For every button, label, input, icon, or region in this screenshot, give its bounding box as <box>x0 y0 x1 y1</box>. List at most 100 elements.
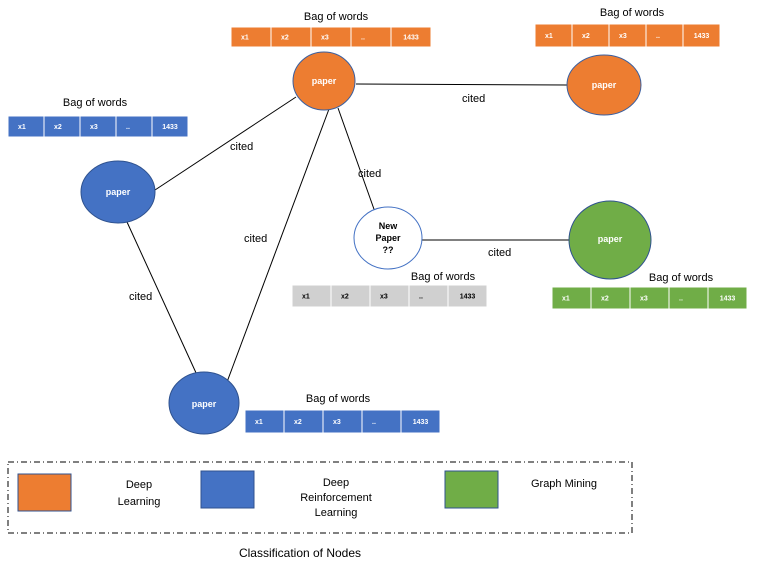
bag-top-cell-label-4: 1433 <box>403 35 419 42</box>
node-right-top-label: paper <box>592 80 617 90</box>
legend-swatch-graph-mining <box>444 470 499 509</box>
bag-new-cell-label-4: 1433 <box>460 294 476 301</box>
node-bottom <box>168 371 240 435</box>
edge-label-left-bottom: cited <box>129 291 152 303</box>
bag-green-cell-label-0: x1 <box>562 296 570 303</box>
bag-new-cell-label-3: .. <box>419 294 423 301</box>
bag-bottom-cell-3 <box>361 409 402 434</box>
edge-label-top-new: cited <box>358 168 381 180</box>
node-bottom-label: paper <box>192 399 217 409</box>
legend-label-deep-learning-line-1: Deep <box>126 479 152 491</box>
bag-green-cell-1 <box>590 286 631 310</box>
bag-right-top-cell-1 <box>571 23 610 48</box>
bag-right-top-cell-label-4: 1433 <box>694 33 710 40</box>
bag-new-title: Bag of words <box>411 271 476 283</box>
edge-left-bottom <box>126 221 198 376</box>
bag-green-cell-label-3: .. <box>679 296 683 303</box>
bag-new-cell-label-0: x1 <box>302 294 310 301</box>
bag-new-cell-1 <box>330 284 371 308</box>
bag-top-cell-label-1: x2 <box>281 35 289 42</box>
edges <box>126 83 570 383</box>
bag-right-top-cell-4 <box>682 23 721 48</box>
edge-labels: cited cited cited cited cited cited <box>129 93 511 303</box>
bag-top-title: Bag of words <box>304 11 369 23</box>
bag-left-cell-3 <box>115 115 153 138</box>
node-top-label: paper <box>312 76 337 86</box>
bag-left-cell-1 <box>43 115 81 138</box>
node-left <box>80 160 156 224</box>
node-new-label-line-1: New <box>379 221 399 231</box>
edge-top-left <box>154 96 297 191</box>
bag-new: Bag of words x1 x2 x3.. 1433 <box>291 271 488 308</box>
bag-green-title: Bag of words <box>649 272 714 284</box>
legend-label-deep-rl-line-1: Deep <box>323 477 349 489</box>
bag-bottom-cell-1 <box>283 409 324 434</box>
bag-top-cell-1 <box>270 26 312 48</box>
bag-right-top-title: Bag of words <box>600 7 665 19</box>
bag-new-cell-3 <box>408 284 449 308</box>
bag-right-top-cell-0 <box>534 23 573 48</box>
node-right-top <box>566 54 642 116</box>
edge-top-right-top <box>355 83 569 86</box>
bag-top-cell-4 <box>390 26 432 48</box>
legend: Deep Learning Deep Reinforcement Learnin… <box>7 461 633 534</box>
bag-bottom-title: Bag of words <box>306 393 371 405</box>
bag-left-cell-label-0: x1 <box>18 124 26 131</box>
bag-bottom-cell-4 <box>400 409 441 434</box>
legend-label-graph-mining: Graph Mining <box>531 478 597 490</box>
bag-left-cell-label-3: .. <box>126 124 130 131</box>
bag-new-cell-label-2: x3 <box>380 294 388 301</box>
bag-bottom-cell-label-1: x2 <box>294 419 302 426</box>
bag-right-top-cell-label-1: x2 <box>582 33 590 40</box>
bag-top-cell-label-0: x1 <box>241 35 249 42</box>
bag-left-cell-label-1: x2 <box>54 124 62 131</box>
bag-top-cell-3 <box>350 26 392 48</box>
bag-left-cell-0 <box>7 115 45 138</box>
edge-label-new-green: cited <box>488 247 511 259</box>
bag-green-cell-label-2: x3 <box>640 296 648 303</box>
bag-green-cell-4 <box>707 286 748 310</box>
bag-left-title: Bag of words <box>63 97 128 109</box>
bag-right-top: Bag of words x1 x2 x3.. 1433 <box>534 7 721 48</box>
bag-bottom-cell-label-0: x1 <box>255 419 263 426</box>
bag-right-top-cell-label-3: .. <box>656 33 660 40</box>
bag-bottom-cell-label-4: 1433 <box>413 419 429 426</box>
node-left-label: paper <box>106 187 131 197</box>
node-new <box>353 206 423 270</box>
edge-top-bottom <box>226 108 330 383</box>
nodes: paper paper paper paper New Paper ?? pap… <box>80 51 652 435</box>
bag-bottom-cell-label-3: .. <box>372 419 376 426</box>
bag-green-cell-2 <box>629 286 670 310</box>
bag-bottom-cell-0 <box>244 409 285 434</box>
bag-top-cell-2 <box>310 26 352 48</box>
node-green <box>568 200 652 280</box>
bag-top-cell-0 <box>230 26 272 48</box>
bag-green-cell-label-1: x2 <box>601 296 609 303</box>
diagram-caption: Classification of Nodes <box>239 546 361 560</box>
legend-border <box>7 461 633 534</box>
bag-bottom-cell-2 <box>322 409 363 434</box>
legend-label-deep-rl-line-2: Reinforcement <box>300 492 372 504</box>
bag-right-top-cell-label-0: x1 <box>545 33 553 40</box>
edge-label-top-bottom: cited <box>244 233 267 245</box>
edge-top-new <box>337 107 376 213</box>
bag-right-top-cell-3 <box>645 23 684 48</box>
node-top <box>292 51 356 111</box>
node-new-label-line-3: ?? <box>383 245 394 255</box>
bag-new-cell-label-1: x2 <box>341 294 349 301</box>
bag-left-cell-4 <box>151 115 189 138</box>
legend-swatch-deep-rl <box>200 470 255 509</box>
legend-label-deep-learning-line-2: Learning <box>118 496 161 508</box>
bag-new-cell-4 <box>447 284 488 308</box>
legend-label-deep-rl-line-3: Learning <box>315 507 358 519</box>
bag-left-cell-2 <box>79 115 117 138</box>
node-green-label: paper <box>598 234 623 244</box>
bag-green-cell-0 <box>551 286 592 310</box>
bag-green-cell-3 <box>668 286 709 310</box>
bag-left-cell-label-2: x3 <box>90 124 98 131</box>
bag-right-top-cell-label-2: x3 <box>619 33 627 40</box>
